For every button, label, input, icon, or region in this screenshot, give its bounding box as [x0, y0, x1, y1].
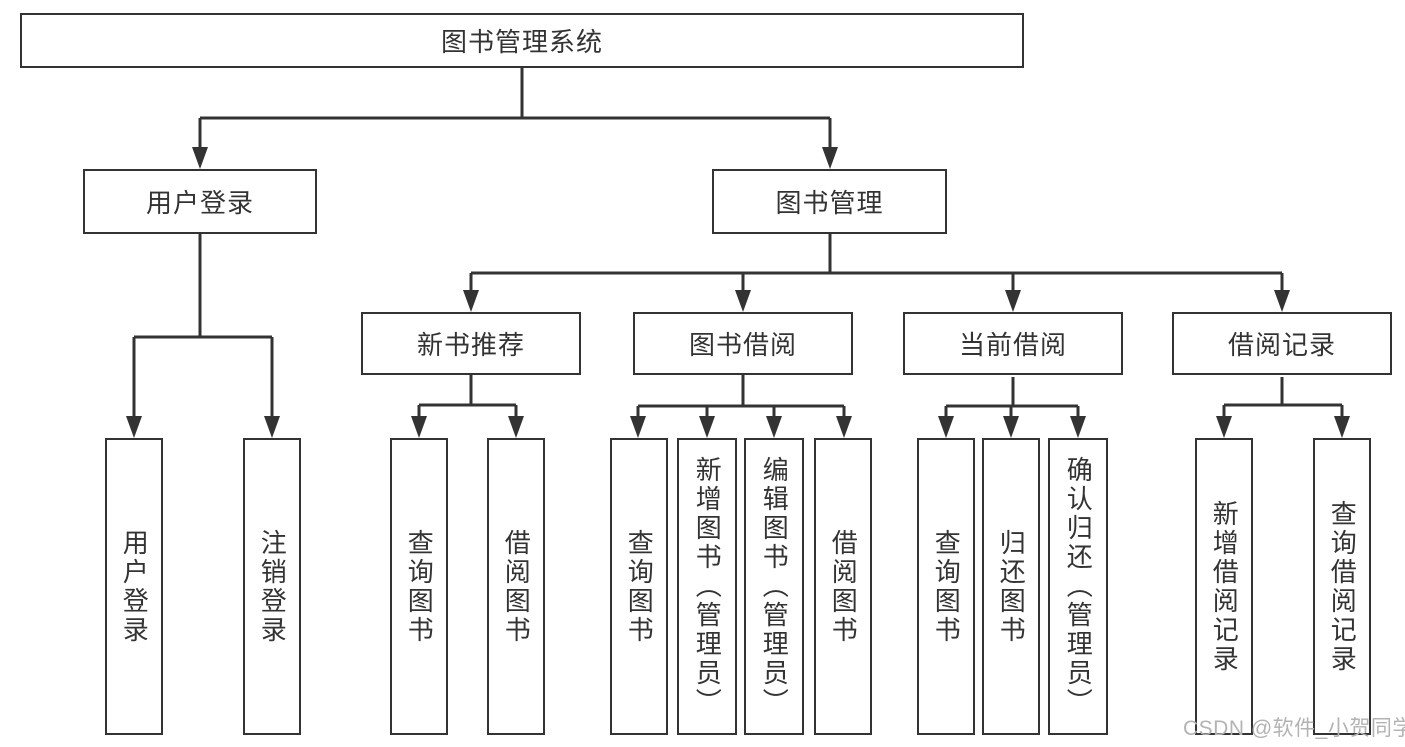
node-root-system: 图书管理系统	[20, 13, 1024, 68]
node-book-borrowing: 图书借阅	[633, 312, 853, 375]
leaf-query-books-borrowing: 查询图书	[610, 438, 668, 735]
node-new-book-recommend: 新书推荐	[361, 312, 581, 375]
leaf-query-borrow-record: 查询借阅记录	[1313, 438, 1371, 735]
leaf-add-borrow-record: 新增借阅记录	[1195, 438, 1253, 735]
arrowheads	[126, 147, 1350, 438]
leaf-user-login: 用户登录	[105, 438, 163, 735]
node-borrow-records: 借阅记录	[1172, 312, 1392, 375]
node-user-login: 用户登录	[83, 169, 317, 234]
leaf-logout: 注销登录	[243, 438, 301, 735]
connector-path	[134, 68, 1342, 408]
leaf-borrow-books-recommend: 借阅图书	[487, 438, 545, 735]
leaf-query-books-current: 查询图书	[917, 438, 975, 735]
leaf-return-books: 归还图书	[982, 438, 1040, 735]
leaf-borrow-books-borrowing: 借阅图书	[814, 438, 872, 735]
leaf-edit-book-admin: 编辑图书（管理员）	[744, 438, 804, 735]
node-book-management: 图书管理	[712, 169, 947, 234]
csdn-watermark: CSDN @软件_小贺同学	[1183, 717, 1405, 740]
leaf-query-books-recommend: 查询图书	[390, 438, 448, 735]
leaf-confirm-return-admin: 确认归还（管理员）	[1048, 438, 1108, 735]
node-current-borrowing: 当前借阅	[903, 312, 1123, 375]
leaf-add-book-admin: 新增图书（管理员）	[677, 438, 737, 735]
arrow-drop-lines	[132, 118, 1344, 420]
